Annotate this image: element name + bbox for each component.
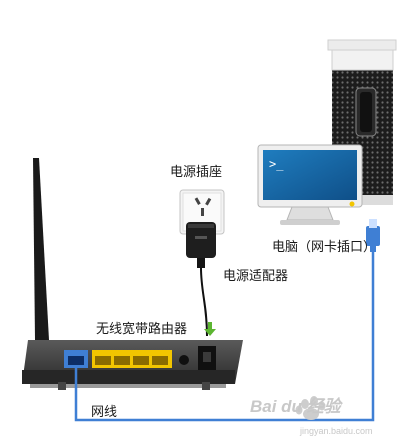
router-antenna <box>33 158 49 360</box>
router <box>22 340 243 390</box>
paw-icon <box>295 396 326 420</box>
network-cable <box>74 219 380 422</box>
computer-label: 电脑（网卡插口） <box>272 240 377 255</box>
power-cable <box>200 267 208 337</box>
power-adapter-label: 电源适配器 <box>223 269 289 284</box>
watermark-brand: Bai du 经验 <box>250 397 341 416</box>
router-label: 无线宽带路由器 <box>96 322 188 337</box>
svg-text:>_: >_ <box>269 157 284 171</box>
cable-label: 网线 <box>91 405 118 420</box>
power-adapter <box>186 222 216 268</box>
computer-monitor: >_ <box>257 144 363 225</box>
power-socket-label: 电源插座 <box>170 165 223 180</box>
watermark-url: jingyan.baidu.com <box>300 426 373 436</box>
power-arrow-icon <box>204 322 216 336</box>
